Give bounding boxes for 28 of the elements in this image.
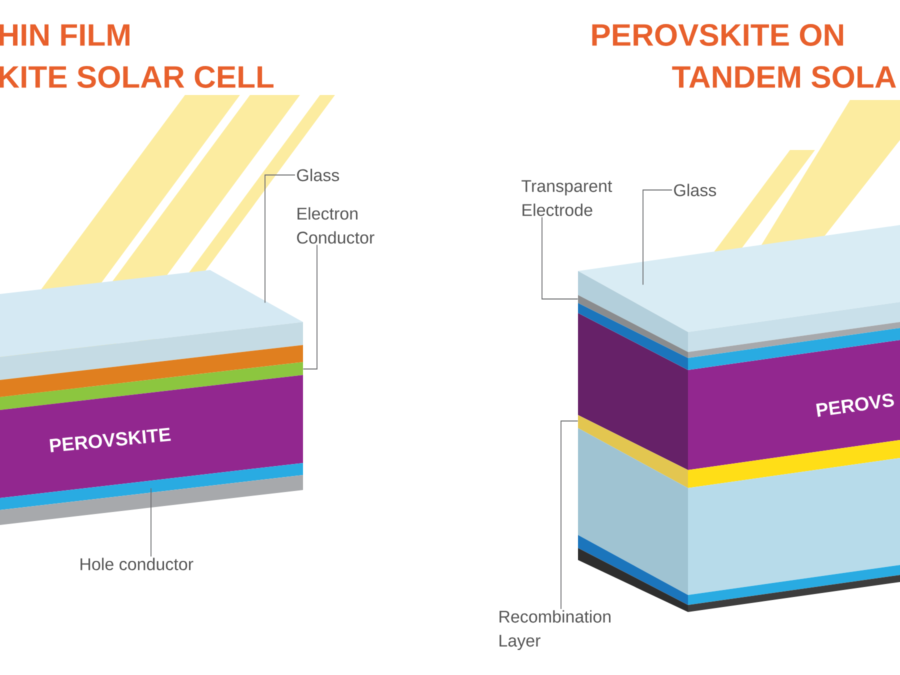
layer — [578, 548, 900, 612]
layer — [578, 303, 900, 370]
layer — [578, 428, 900, 595]
layer-label: Electron Conductor — [297, 207, 374, 244]
title: TANDEM SOLA — [672, 66, 896, 88]
layer-label: Recombination Layer — [500, 610, 610, 650]
perovskite-layer: PEROVSKITE — [0, 375, 303, 498]
layer — [0, 345, 303, 397]
layer-label: Glass — [297, 168, 340, 182]
perovskite-layer: PEROVS — [578, 313, 900, 470]
hole-conductor-layer — [0, 463, 303, 510]
leader-line — [642, 190, 672, 286]
layer-label: Hole conductor — [80, 558, 194, 570]
electron-conductor-layer — [0, 362, 303, 410]
glass-layer — [0, 270, 303, 380]
glass-layer — [578, 225, 900, 352]
leader-line — [560, 420, 578, 610]
leader-line — [264, 174, 296, 304]
layer — [578, 535, 900, 605]
layer — [0, 475, 303, 525]
electrode-layer — [578, 295, 900, 358]
layer-label: Glass — [674, 184, 716, 196]
layer-label: Transparent Electrode — [522, 180, 612, 216]
leader-line — [302, 244, 318, 370]
recombination-layer — [578, 415, 900, 488]
leader-line — [542, 216, 578, 300]
title: PEROVSKITE ON — [592, 24, 844, 46]
leader-line — [150, 488, 152, 557]
